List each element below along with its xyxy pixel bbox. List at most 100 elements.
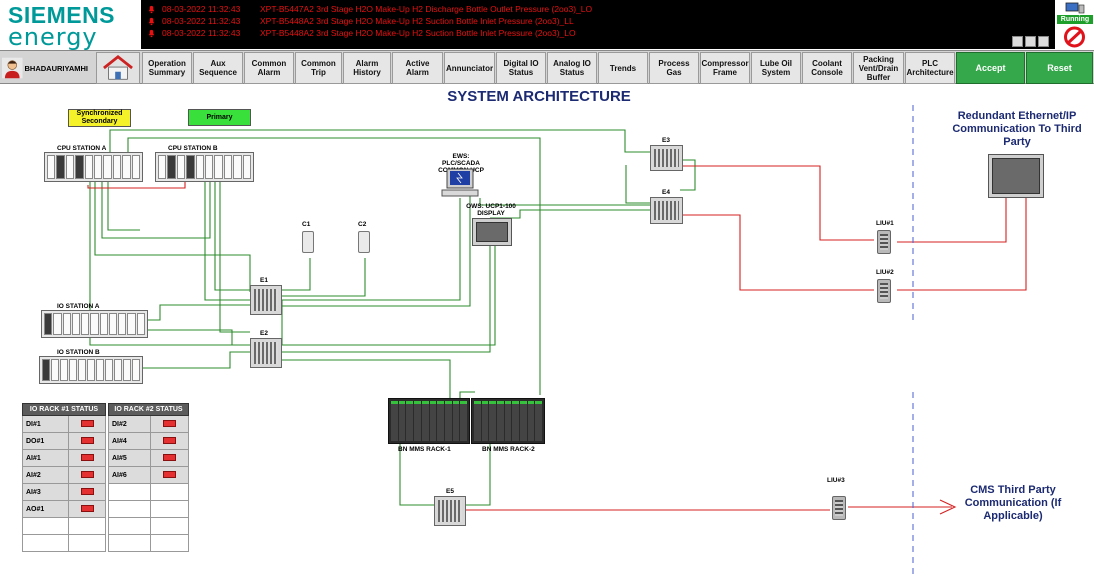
filter-icon[interactable] bbox=[1025, 36, 1036, 47]
switch-e3[interactable] bbox=[650, 145, 683, 171]
io-station-a-label: IO STATION A bbox=[57, 303, 100, 310]
acknowledge-icon[interactable] bbox=[1012, 36, 1023, 47]
nav-packing-vent-drain-buffer[interactable]: Packing Vent/Drain Buffer bbox=[853, 52, 904, 84]
cpu-station-b[interactable] bbox=[155, 152, 254, 182]
alarm-row[interactable]: 08-03-2022 11:32:43 XPT-B5448A2 3rd Stag… bbox=[147, 27, 1049, 39]
bn-mms-rack-2[interactable] bbox=[471, 398, 545, 444]
rack-item-label: DI#2 bbox=[108, 415, 151, 433]
running-badge: Running bbox=[1057, 15, 1093, 24]
table-row[interactable]: AI#1 bbox=[21, 449, 106, 467]
page-title: SYSTEM ARCHITECTURE bbox=[447, 88, 631, 105]
nav-operation-summary[interactable]: Operation Summary bbox=[142, 52, 192, 84]
alarm-time: 08-03-2022 11:32:43 bbox=[162, 16, 241, 26]
ows-display[interactable] bbox=[472, 218, 512, 246]
rack-item-label: AI#4 bbox=[108, 432, 151, 450]
liu-1-device[interactable] bbox=[877, 230, 891, 254]
alarm-time: 08-03-2022 11:32:43 bbox=[162, 4, 241, 14]
ews-workstation-icon[interactable] bbox=[440, 168, 480, 200]
status-indicator bbox=[162, 437, 176, 445]
rack-item-label: DO#1 bbox=[21, 432, 70, 450]
io-station-b-label: IO STATION B bbox=[57, 349, 100, 356]
nav-active-alarm[interactable]: Active Alarm bbox=[392, 52, 443, 84]
controller-c2[interactable] bbox=[358, 231, 370, 253]
e5-label: E5 bbox=[446, 488, 454, 495]
home-icon bbox=[103, 54, 133, 80]
table-row[interactable]: AI#5 bbox=[108, 449, 190, 467]
switch-e2[interactable] bbox=[250, 338, 282, 368]
bn-mms-rack-2-label: BN MMS RACK-2 bbox=[482, 446, 535, 453]
nav-process-gas[interactable]: Process Gas bbox=[649, 52, 699, 84]
synchronized-secondary-tag: Synchronized Secondary bbox=[68, 109, 131, 127]
status-indicator bbox=[162, 471, 176, 479]
table-row bbox=[21, 534, 106, 552]
liu3-label: LIU#3 bbox=[827, 477, 845, 484]
io-station-a[interactable] bbox=[41, 310, 148, 338]
liu-3-device[interactable] bbox=[832, 496, 846, 520]
third-party-display[interactable] bbox=[988, 154, 1044, 198]
table-row[interactable]: AI#4 bbox=[108, 432, 190, 450]
table-row bbox=[108, 483, 190, 501]
table-row[interactable]: AI#3 bbox=[21, 483, 106, 501]
c1-label: C1 bbox=[302, 221, 311, 228]
alarm-row[interactable]: 08-03-2022 11:32:43 XPT-B5448A2 3rd Stag… bbox=[147, 15, 1049, 27]
bn-mms-rack-1[interactable] bbox=[388, 398, 470, 444]
nav-coolant-console[interactable]: Coolant Console bbox=[802, 52, 852, 84]
nav-trends[interactable]: Trends bbox=[598, 52, 648, 84]
nav-analog-io-status[interactable]: Analog IO Status bbox=[547, 52, 597, 84]
io-rack-1-status-table: IO RACK #1 STATUS DI#1 DO#1 AI#1 AI#2 AI… bbox=[21, 403, 106, 552]
computer-icon bbox=[1065, 2, 1085, 14]
bn-mms-rack-1-label: BN MMS RACK-1 bbox=[398, 446, 451, 453]
table-row[interactable]: DO#1 bbox=[21, 432, 106, 450]
runtime-status: Running bbox=[1056, 0, 1094, 49]
nav-plc-architecture[interactable]: PLC Architecture bbox=[905, 52, 955, 84]
alarm-tools bbox=[1012, 36, 1049, 47]
cpu-station-a-label: CPU STATION A bbox=[57, 145, 107, 152]
status-indicator bbox=[162, 420, 176, 428]
io-rack-1-header: IO RACK #1 STATUS bbox=[22, 403, 106, 416]
status-indicator bbox=[80, 437, 94, 445]
nav-digital-io-status[interactable]: Digital IO Status bbox=[496, 52, 546, 84]
refresh-icon[interactable] bbox=[1038, 36, 1049, 47]
liu-2-device[interactable] bbox=[877, 279, 891, 303]
reset-button[interactable]: Reset bbox=[1026, 52, 1093, 84]
nav-aux-sequence[interactable]: Aux Sequence bbox=[193, 52, 243, 84]
cpu-station-b-label: CPU STATION B bbox=[168, 145, 218, 152]
table-row bbox=[108, 517, 190, 535]
table-row[interactable]: DI#1 bbox=[21, 415, 106, 433]
nav-compressor-frame[interactable]: Compressor Frame bbox=[700, 52, 750, 84]
e4-label: E4 bbox=[662, 189, 670, 196]
alarm-row[interactable]: 08-03-2022 11:32:43 XPT-B5447A2 3rd Stag… bbox=[147, 3, 1049, 15]
ows-label: OWS: UCP1-100 DISPLAY bbox=[466, 203, 516, 217]
user-info[interactable]: BHADAURIYAMHI bbox=[2, 53, 88, 83]
nav-lube-oil-system[interactable]: Lube Oil System bbox=[751, 52, 801, 84]
home-button[interactable] bbox=[96, 52, 140, 84]
table-row[interactable]: AI#6 bbox=[108, 466, 190, 484]
switch-e5[interactable] bbox=[434, 496, 466, 526]
table-row[interactable]: AO#1 bbox=[21, 500, 106, 518]
table-row bbox=[21, 517, 106, 535]
switch-e4[interactable] bbox=[650, 197, 683, 224]
status-indicator bbox=[80, 505, 94, 513]
alarm-banner[interactable]: 08-03-2022 11:32:43 XPT-B5447A2 3rd Stag… bbox=[141, 0, 1055, 49]
accept-button[interactable]: Accept bbox=[956, 52, 1025, 84]
rack-item-label: AO#1 bbox=[21, 500, 70, 518]
alarm-bell-icon bbox=[148, 5, 155, 13]
navigation-toolbar: BHADAURIYAMHI Operation Summary Aux Sequ… bbox=[0, 50, 1094, 84]
nav-common-trip[interactable]: Common Trip bbox=[295, 52, 342, 84]
nav-alarm-history[interactable]: Alarm History bbox=[343, 52, 391, 84]
io-rack-2-header: IO RACK #2 STATUS bbox=[108, 403, 189, 416]
switch-e1[interactable] bbox=[250, 285, 282, 315]
nav-annunciator[interactable]: Annunciator bbox=[444, 52, 495, 84]
controller-c1[interactable] bbox=[302, 231, 314, 253]
io-station-b[interactable] bbox=[39, 356, 143, 384]
stop-icon[interactable] bbox=[1061, 26, 1088, 48]
nav-common-alarm[interactable]: Common Alarm bbox=[244, 52, 294, 84]
table-row bbox=[108, 500, 190, 518]
rack-item-label: AI#2 bbox=[21, 466, 70, 484]
alarm-bell-icon bbox=[148, 17, 155, 25]
rack-item-label: AI#1 bbox=[21, 449, 70, 467]
table-row[interactable]: DI#2 bbox=[108, 415, 190, 433]
table-row[interactable]: AI#2 bbox=[21, 466, 106, 484]
cpu-station-a[interactable] bbox=[44, 152, 143, 182]
